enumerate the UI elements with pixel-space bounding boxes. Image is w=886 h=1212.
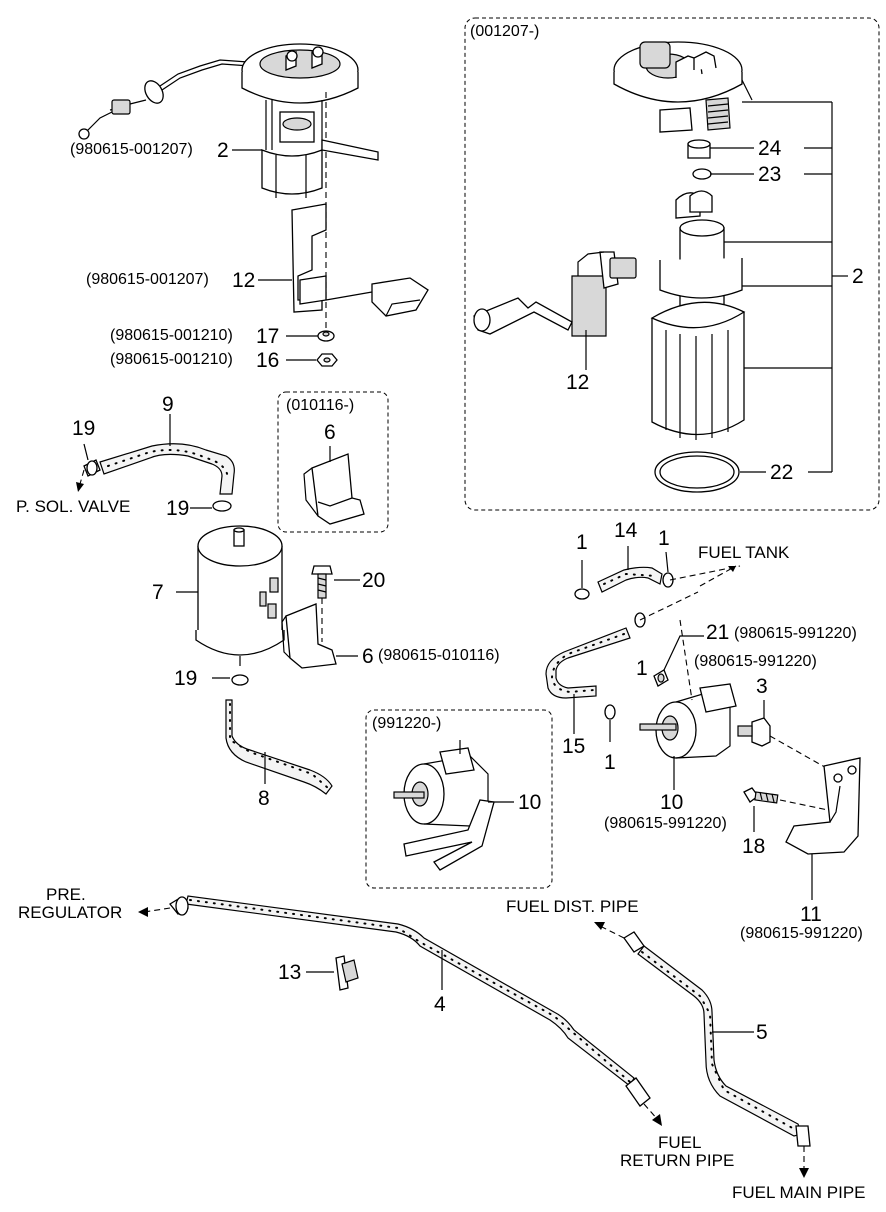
- part-number-7: 7: [152, 581, 164, 604]
- bracket-6-lower-drawing: [281, 603, 358, 669]
- filter-10-boxed-drawing: [393, 740, 514, 871]
- fuel-tank-label: FUEL TANK: [698, 543, 790, 562]
- fuel-return-pipe-4-drawing: [169, 895, 651, 1107]
- part-number-19-mid: 19: [166, 497, 190, 520]
- pre-label: PRE.: [46, 885, 86, 904]
- bolt-20-drawing: [311, 565, 360, 642]
- fuel-dist-pipe-label: FUEL DIST. PIPE: [506, 897, 639, 916]
- sender-unit-drawing: [291, 203, 429, 317]
- clip21-range-label: (980615-991220): [734, 625, 857, 642]
- bracket-11-drawing: [785, 757, 861, 900]
- clip-21-drawing: [653, 619, 704, 701]
- nut16-range-label: (980615-001210): [110, 351, 233, 368]
- part-number-5: 5: [756, 1021, 768, 1044]
- part-number-1-a: 1: [576, 531, 588, 554]
- sender-range-label: (980615-001207): [86, 271, 209, 288]
- fuel-pump-module-drawing: [78, 43, 379, 330]
- part-number-4: 4: [434, 993, 446, 1016]
- clip1-range-label: (980615-991220): [694, 653, 817, 670]
- hose-14-drawing: [574, 546, 741, 600]
- part-number-12-right: 12: [566, 371, 590, 394]
- pump-leader-lines: [585, 101, 848, 473]
- part-number-2-left: 2: [217, 139, 229, 162]
- nut17-range-label: (980615-001210): [110, 327, 233, 344]
- part-number-1-c: 1: [636, 657, 648, 680]
- fuel-main-pipe-5-drawing: [623, 931, 811, 1147]
- part-number-1-b: 1: [658, 527, 670, 550]
- part-number-21: 21: [706, 621, 730, 644]
- part-number-14: 14: [614, 519, 638, 542]
- fuel-label: FUEL: [658, 1133, 702, 1152]
- part-number-1-d: 1: [604, 751, 616, 774]
- bracket6-range-label: (980615-010116): [378, 647, 500, 664]
- part-number-24: 24: [758, 137, 782, 160]
- nut-17-drawing: [317, 330, 335, 342]
- hose-8-drawing: [225, 674, 333, 795]
- pump-variant-box: [464, 17, 880, 511]
- part-number-10-right: 10: [660, 791, 684, 814]
- part-number-17: 17: [256, 325, 280, 348]
- fuel-main-pipe-label: FUEL MAIN PIPE: [732, 1183, 866, 1202]
- part-number-3: 3: [756, 675, 768, 698]
- part-number-2-right: 2: [852, 265, 864, 288]
- part-number-18: 18: [742, 835, 766, 858]
- sender-unit-right-drawing: [473, 251, 637, 337]
- top-left-leaders: [232, 149, 318, 361]
- filter-10-right-drawing: [639, 683, 831, 790]
- part-number-23: 23: [758, 163, 782, 186]
- canister-7-drawing: [176, 500, 285, 666]
- bracket-variant-box: [277, 391, 389, 533]
- part-number-15: 15: [562, 735, 586, 758]
- pump-module-range-label: (980615-001207): [70, 141, 193, 158]
- clip-13-drawing: [306, 955, 359, 991]
- flow-arrows: [76, 469, 809, 1178]
- part-number-8: 8: [258, 787, 270, 810]
- part-number-12-left: 12: [232, 269, 256, 292]
- part-number-20: 20: [362, 569, 386, 592]
- part-number-6-boxed: 6: [324, 421, 336, 444]
- bolt-18-drawing: [743, 787, 829, 832]
- return-pipe-label: RETURN PIPE: [620, 1151, 735, 1170]
- hose-9-drawing: [83, 414, 235, 495]
- part-number-19-lower: 19: [174, 667, 198, 690]
- part-number-22: 22: [770, 461, 794, 484]
- filter-variant-box: [365, 709, 553, 889]
- bracket-6-drawing: [303, 446, 365, 525]
- part-number-19-top: 19: [72, 417, 96, 440]
- part-number-13: 13: [278, 961, 302, 984]
- hose-15-drawing: [545, 591, 699, 742]
- filter-box-variant-label: (991220-): [372, 715, 442, 732]
- part-number-10-boxed: 10: [518, 791, 542, 814]
- filter10-range-label: (980615-991220): [604, 815, 727, 832]
- part-number-16: 16: [256, 349, 280, 372]
- p-sol-valve-label: P. SOL. VALVE: [16, 497, 131, 516]
- regulator-label: REGULATOR: [18, 903, 123, 922]
- bracket11-range-label: (980615-991220): [740, 925, 863, 942]
- part-number-11: 11: [800, 903, 822, 926]
- part-number-9: 9: [162, 393, 174, 416]
- nut-16-drawing: [316, 353, 338, 367]
- bracket-box-variant-label: (010116-): [286, 397, 355, 414]
- pump-assembly-2-drawing: [613, 41, 753, 493]
- part-number-6-lower: 6: [362, 645, 374, 668]
- pump-box-variant-label: (001207-): [470, 23, 540, 40]
